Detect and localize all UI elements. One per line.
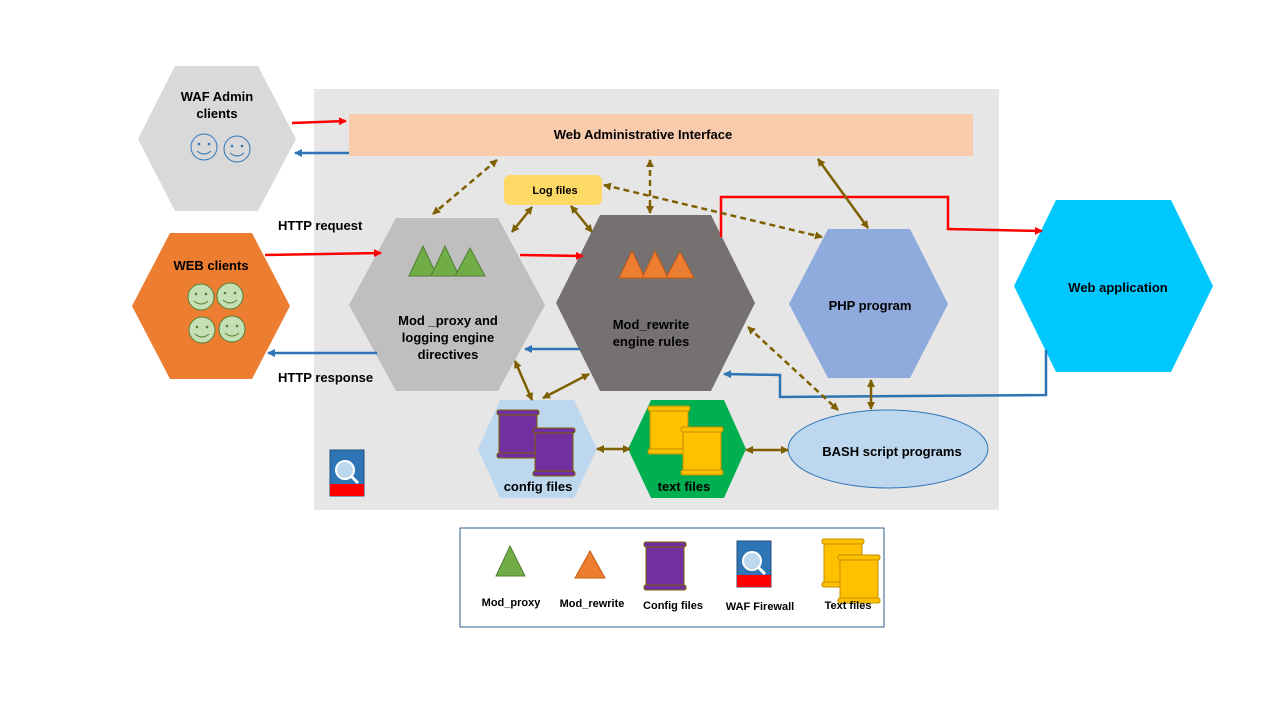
legend-text-files-label: Text files [825, 600, 872, 612]
mod-proxy-triangles-icon [408, 244, 486, 277]
legend: Mod_proxy Mod_rewrite Config files WAF F… [459, 527, 885, 628]
text-files-label: text files [658, 479, 711, 494]
http-response-label: HTTP response [278, 370, 373, 385]
legend-mod-proxy-icon [495, 544, 526, 577]
config-file-icon [496, 409, 540, 459]
web-admin-interface-node: Web Administrative Interface [349, 114, 973, 156]
config-files-node: config files [478, 400, 597, 498]
proxy-config-link [513, 360, 534, 401]
legend-mod-proxy-label: Mod_proxy [482, 597, 542, 609]
web-application-label: Web application [1068, 280, 1167, 295]
mod-proxy-label-2: logging engine [402, 330, 494, 345]
log-files-node: Log files [504, 175, 602, 205]
smiley-icon [190, 133, 218, 161]
legend-mod-rewrite-icon [574, 549, 606, 579]
mod-rewrite-label-2: engine rules [613, 334, 690, 349]
admin-php-link [816, 158, 870, 229]
proxy-to-rewrite-arrow [519, 251, 584, 260]
mod-rewrite-label-1: Mod_rewrite [613, 317, 690, 332]
bash-scripts-node: BASH script programs [787, 409, 989, 489]
web-application-node: Web application [1014, 200, 1213, 372]
mod-proxy-label-3: directives [418, 347, 479, 362]
legend-text-file-icon [837, 554, 881, 604]
php-program-label: PHP program [829, 298, 912, 313]
config-rewrite-link [542, 372, 590, 400]
web-clients-label: WEB clients [173, 258, 248, 273]
logfiles-rewrite-link [570, 205, 593, 233]
config-files-label: config files [504, 479, 573, 494]
waf-admin-label-2: clients [196, 106, 237, 121]
waf-firewall-icon [328, 448, 366, 498]
legend-config-file-icon [643, 541, 687, 591]
bash-scripts-label: BASH script programs [822, 444, 961, 459]
legend-config-files-label: Config files [643, 600, 703, 612]
legend-waf-firewall-label: WAF Firewall [726, 601, 794, 613]
mod-rewrite-node: Mod_rewrite engine rules [556, 215, 755, 391]
waf-admin-label-1: WAF Admin [181, 89, 254, 104]
smiley-icon [187, 283, 215, 311]
smiley-icon [223, 135, 251, 163]
text-files-node: text files [628, 400, 746, 498]
web-clients-node: WEB clients [132, 233, 290, 379]
admin-request-arrow [291, 117, 347, 126]
legend-waf-firewall-icon [735, 539, 773, 589]
smiley-icon [216, 282, 244, 310]
http-request-arrow [264, 249, 382, 258]
proxy-logfiles-link [511, 206, 533, 233]
rewrite-bash-link [747, 326, 839, 411]
web-admin-interface-label: Web Administrative Interface [554, 127, 732, 142]
admin-proxy-link [432, 159, 498, 215]
text-file-icon [680, 426, 724, 476]
smiley-icon [218, 315, 246, 343]
mod-proxy-label-1: Mod _proxy and [398, 313, 498, 328]
smiley-icon [188, 316, 216, 344]
config-file-icon [532, 427, 576, 477]
mod-proxy-node: Mod _proxy and logging engine directives [349, 218, 545, 391]
log-files-label: Log files [532, 185, 577, 197]
waf-admin-clients-node: WAF Admin clients [138, 66, 296, 211]
http-request-label: HTTP request [278, 218, 363, 233]
logfiles-php-link [603, 182, 823, 240]
mod-rewrite-triangles-icon [618, 249, 695, 279]
legend-mod-rewrite-label: Mod_rewrite [560, 598, 625, 610]
